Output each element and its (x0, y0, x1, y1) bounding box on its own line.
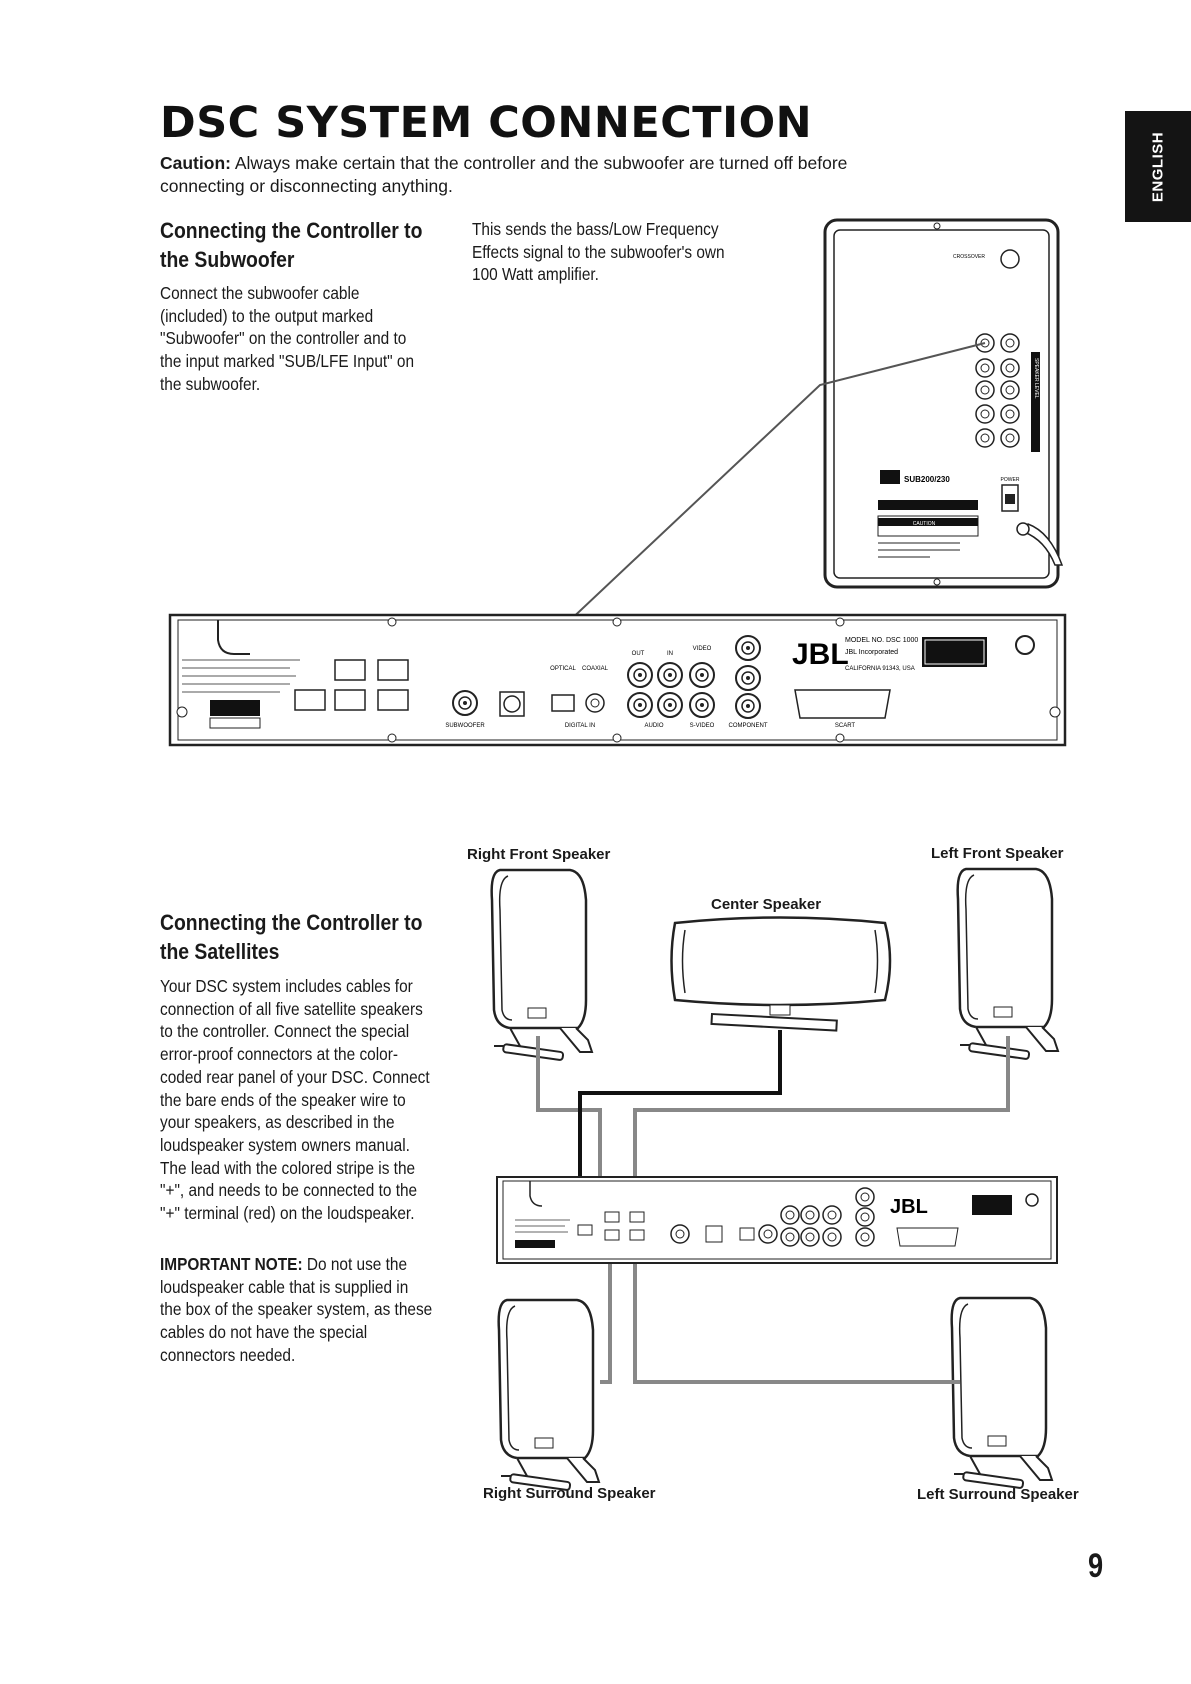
language-tab: ENGLISH (1125, 111, 1191, 222)
audio-label: AUDIO (644, 723, 663, 729)
subwoofer-cable (479, 342, 986, 706)
jbl-logo-small: JBL (890, 1196, 928, 1218)
left-surround-speaker (950, 1296, 1054, 1490)
subwoofer-rear-panel: CROSSOVER SPEAKER LEVEL SUB200/230 CAUTI… (823, 218, 1064, 589)
controller-rear-panel-small: JBL (496, 1176, 1058, 1264)
important-note-label: IMPORTANT NOTE: (160, 1254, 303, 1274)
company-label: JBL Incorporated (845, 649, 898, 656)
subwoofer-output-label: SUBWOOFER (445, 723, 485, 729)
important-note: IMPORTANT NOTE: Do not use the loudspeak… (160, 1253, 433, 1367)
right-front-speaker (490, 868, 594, 1062)
caution-label: Caution: (160, 153, 231, 173)
sub-power-label: POWER (1001, 477, 1020, 483)
subwoofer-section-body: Connect the subwoofer cable (included) t… (160, 283, 415, 394)
component-label: COMPONENT (729, 723, 768, 729)
video-label: VIDEO (693, 646, 712, 652)
center-speaker (670, 916, 892, 1032)
sub-crossover-label: CROSSOVER (953, 254, 985, 260)
model-number-label: MODEL NO. DSC 1000 (845, 637, 918, 644)
jbl-logo: JBL (792, 638, 849, 671)
satellites-section-heading: Connecting the Controller to the Satelli… (160, 910, 423, 964)
sub-caution-label: CAUTION (913, 521, 936, 527)
controller-rear-panel: SUBWOOFER OPTICAL COAXIAL DIGITAL IN OUT… (168, 613, 1067, 747)
right-surround-speaker-label: Right Surround Speaker (483, 1485, 656, 1502)
right-front-speaker-label: Right Front Speaker (467, 846, 611, 863)
caution-note: Caution: Always make certain that the co… (160, 152, 920, 198)
caution-text: Always make certain that the controller … (160, 153, 848, 196)
coaxial-label: COAXIAL (582, 666, 609, 672)
page-title: DSC SYSTEM CONNECTION (160, 98, 813, 148)
digital-in-label: DIGITAL IN (565, 723, 595, 729)
left-front-speaker (956, 867, 1060, 1061)
scart-label: SCART (835, 723, 856, 729)
audio-in-label: IN (667, 651, 673, 657)
audio-out-label: OUT (632, 651, 645, 657)
right-surround-speaker (497, 1298, 601, 1492)
satellites-section-body: Your DSC system includes cables for conn… (160, 976, 430, 1224)
location-label: CALIFORNIA 91343, USA (845, 666, 915, 672)
speaker-wires (536, 1030, 1010, 1384)
left-surround-speaker-label: Left Surround Speaker (917, 1486, 1079, 1503)
important-note-text: Do not use the loudspeaker cable that is… (160, 1254, 433, 1365)
left-front-speaker-label: Left Front Speaker (931, 845, 1064, 862)
center-speaker-label: Center Speaker (711, 896, 822, 913)
page-number: 9 (1088, 1547, 1104, 1585)
sub-model-label: SUB200/230 (904, 475, 950, 484)
subwoofer-section-heading: Connecting the Controller to the Subwoof… (160, 218, 423, 272)
optical-label: OPTICAL (550, 666, 576, 672)
speaker-level-label: SPEAKER LEVEL (1033, 358, 1039, 399)
subwoofer-amplifier-note: This sends the bass/Low Frequency Effect… (472, 219, 725, 285)
s-video-label: S-VIDEO (690, 723, 715, 729)
